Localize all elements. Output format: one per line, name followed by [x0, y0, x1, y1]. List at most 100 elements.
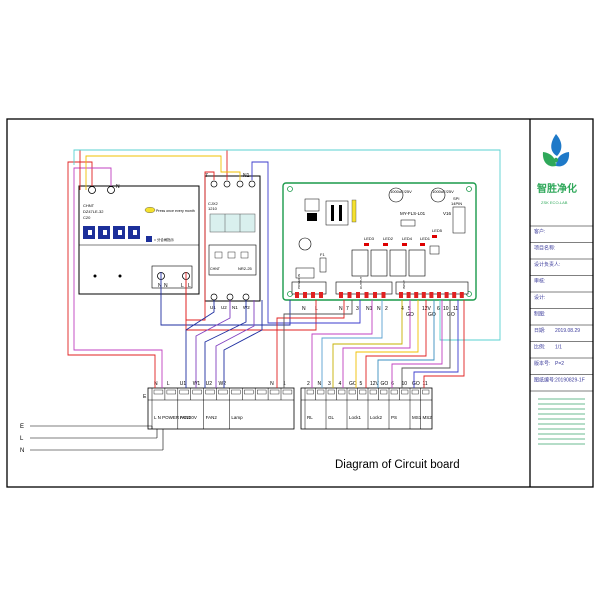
terminal-screw — [244, 389, 254, 395]
diagram-title: Diagram of Circuit board — [335, 459, 460, 471]
led2-icon — [383, 243, 388, 246]
terminal-screw — [338, 389, 346, 395]
led1-label: LED1 — [420, 236, 431, 241]
terminal-number: U1 — [180, 381, 187, 387]
terminal-group-left: L N POWER AC220V — [154, 415, 197, 420]
pcb-input-label: 11 — [453, 306, 458, 312]
pcb-input-label: 12V — [422, 306, 432, 312]
contactor-bottom-u1: U1 — [210, 305, 216, 310]
power-in-connector — [291, 281, 327, 295]
terminal-number: GO — [412, 381, 420, 387]
terminal-number: 5 — [360, 381, 363, 387]
supply-e: E — [20, 424, 24, 430]
supply-n: N — [20, 448, 24, 454]
outer-frame — [6, 118, 594, 488]
terminal-number: 6 — [391, 381, 394, 387]
terminal-screw — [348, 389, 356, 395]
breaker-model-3: C20 — [83, 215, 91, 220]
breaker-terminal — [107, 186, 115, 194]
contactor-top-n1: N1 — [243, 173, 250, 179]
terminal-screw — [390, 389, 398, 395]
title-block-field: 比例: — [534, 344, 545, 351]
breaker-bottom-n2: N — [164, 283, 168, 289]
relay — [408, 249, 426, 277]
pcb-pin — [437, 292, 441, 298]
pcb-pin — [356, 292, 360, 298]
terminal-number: U2 — [206, 381, 213, 387]
terminal-number: L — [167, 381, 170, 387]
terminal-group-right: RL — [307, 415, 313, 420]
terminal-number: 1 — [283, 381, 286, 387]
led3-label: LED3 — [364, 236, 375, 241]
pcb-pin — [364, 292, 369, 298]
terminal-screw — [327, 389, 335, 395]
pcb-pin — [319, 292, 323, 298]
terminal-group-right: Lock2 — [370, 415, 383, 420]
terminal-group-left: FAN2 — [206, 415, 218, 420]
terminal-screw — [317, 389, 325, 395]
pcb-pin — [406, 292, 411, 298]
terminal-screw — [179, 389, 189, 395]
cap2-label: 1000uF/25V — [432, 189, 454, 194]
company-name: 智胜净化 — [537, 182, 577, 195]
pcb-pin — [421, 292, 426, 298]
pcb-input-label: 5 — [408, 306, 411, 312]
wiring — [67, 149, 501, 388]
terminal-screw — [231, 389, 241, 395]
terminal-screw — [153, 389, 164, 395]
title-block-field: 设计: — [534, 294, 545, 301]
pcb-pin — [429, 292, 434, 298]
pcb-output-label: 7 — [346, 306, 349, 312]
led4-icon — [402, 243, 407, 246]
pcb-input-sub-label: GO — [428, 312, 436, 318]
pcb-pin — [444, 292, 449, 298]
company-logo — [542, 134, 570, 167]
terminal-screw — [359, 389, 367, 395]
led5-icon — [432, 235, 437, 238]
supply-l: L — [20, 436, 24, 442]
led2-label: LED2 — [383, 236, 394, 241]
terminal-screw — [369, 389, 377, 395]
title-block-drawing-no: 20190829-1F — [555, 378, 585, 384]
test-button-icon[interactable] — [144, 206, 156, 213]
terminal-number: N — [154, 381, 158, 387]
terminal-screw — [192, 389, 202, 395]
breaker-body — [78, 185, 200, 295]
pcb-connector-label: POWER IN — [297, 274, 301, 289]
terminal-group-right: PS — [391, 415, 397, 420]
earth-label: E — [143, 394, 147, 400]
pcb-pin — [303, 292, 307, 298]
terminal-number: 10 — [402, 381, 408, 387]
cap1-label: 1000uF/25V — [390, 189, 412, 194]
terminal-screw — [257, 389, 267, 395]
fuse-label: F1 — [320, 252, 325, 257]
spi-connector — [452, 206, 466, 234]
relay — [351, 249, 369, 277]
title-block-field: 项目名称: — [534, 245, 555, 252]
contactor-top-7: 7 — [205, 173, 208, 179]
terminal-number: N — [270, 381, 274, 387]
company-sub: ZSK ECO-LAB — [541, 200, 568, 205]
pcb-input-label: 6 — [437, 306, 440, 312]
contactor-bottom-w2: W2 — [243, 305, 250, 310]
terminal-number: GO — [381, 381, 389, 387]
contactor-window — [209, 213, 256, 233]
pcb-input-label: 4 — [401, 306, 404, 312]
led3-icon — [364, 243, 369, 246]
output-connector — [335, 281, 393, 295]
title-block-scale: 1/1 — [555, 345, 562, 351]
breaker-bottom-l2: L — [188, 283, 191, 289]
breaker-bottom-n1: N — [158, 283, 162, 289]
pcb-pin — [311, 292, 315, 298]
pcb-model: MY-FLS-L01 — [400, 211, 426, 216]
pcb-pin — [381, 292, 386, 298]
pcb-pin — [459, 292, 464, 298]
terminal-group-left: Lamp — [231, 415, 243, 420]
breaker-indicator — [146, 236, 152, 242]
relay — [389, 249, 407, 277]
spi-pins: 14PIN — [451, 201, 462, 206]
pcb-power-label: L — [315, 306, 318, 312]
terminal-number: 4 — [339, 381, 342, 387]
